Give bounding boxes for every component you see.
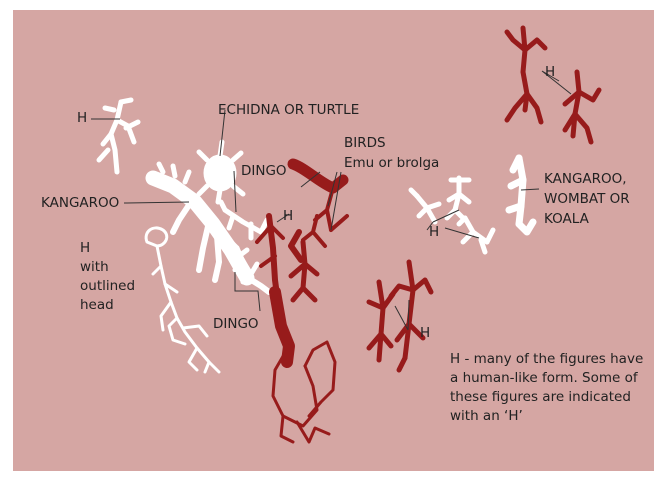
label-kangaroo-wombat-2: WOMBAT OR [544, 191, 630, 208]
note-line-3: these figures are indicated [450, 388, 643, 407]
label-h-right-white: H [429, 224, 439, 241]
label-birds: BIRDS [344, 135, 386, 152]
label-dingo-upper: DINGO [241, 163, 287, 180]
label-h-outlined: H [80, 240, 90, 257]
note-line-1: H - many of the figures have [450, 350, 643, 369]
label-h-outlined-head: head [80, 297, 114, 314]
label-h-top-left: H [77, 110, 87, 127]
label-echidna: ECHIDNA OR TURTLE [218, 102, 359, 119]
label-h-top-right: H [545, 64, 555, 81]
label-h-center: H [283, 208, 293, 225]
rock-art-panel: H ECHIDNA OR TURTLE BIRDS Emu or brolga … [13, 10, 654, 471]
label-h-outlined-with: with [80, 259, 109, 276]
label-kangaroo-wombat: KANGAROO, [544, 171, 627, 188]
explanatory-note: H - many of the figures have a human-lik… [450, 350, 643, 427]
note-line-2: a human-like form. Some of [450, 369, 643, 388]
label-h-red-right: H [420, 325, 430, 342]
label-dingo-lower: DINGO [213, 316, 259, 333]
label-birds-detail: Emu or brolga [344, 155, 439, 172]
label-h-outlined-outlined: outlined [80, 278, 135, 295]
label-kangaroo-wombat-3: KOALA [544, 211, 589, 228]
label-kangaroo: KANGAROO [41, 195, 119, 212]
note-line-4: with an ‘H’ [450, 407, 643, 426]
